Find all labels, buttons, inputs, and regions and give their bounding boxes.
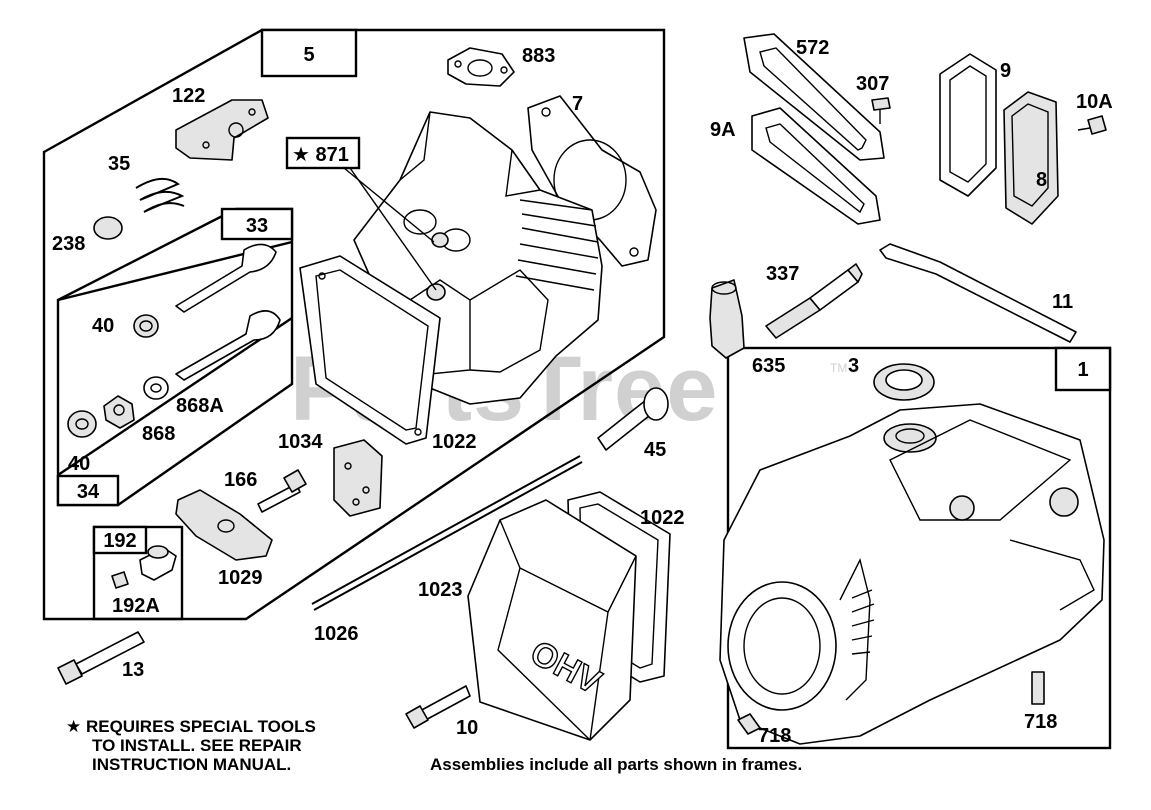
- dowel-718-left: [737, 713, 761, 735]
- note-special-tools-line1: ★ REQUIRES SPECIAL TOOLS: [66, 717, 316, 736]
- callout-1034: 1034: [278, 431, 323, 453]
- callout-122: 122: [172, 85, 205, 107]
- frame-label-1: 1: [1077, 359, 1088, 381]
- frame-label-5: 5: [303, 44, 314, 66]
- bolt-13: [57, 631, 145, 685]
- callout-9: 9: [1000, 60, 1011, 82]
- washer-868a: [143, 376, 169, 400]
- frame-label-box-192: [92, 525, 148, 555]
- gasket-9a: [751, 107, 881, 225]
- callout-1026: 1026: [314, 623, 359, 645]
- callout-40-lower: 40: [68, 453, 90, 475]
- callout-1029: 1029: [218, 567, 263, 589]
- dowel-718-right: [1031, 671, 1045, 705]
- plug-192a: [111, 571, 129, 589]
- callout-635: 635: [752, 355, 785, 377]
- callout-10: 10: [456, 717, 478, 739]
- callout-238: 238: [52, 233, 85, 255]
- frame-label-box-5: [260, 28, 358, 78]
- callout-1022-upper: 1022: [432, 431, 477, 453]
- guide-plate-122: [175, 99, 269, 161]
- rocker-arm-1029: [175, 489, 273, 561]
- frame-label-box-33: [220, 207, 294, 241]
- callout-166: 166: [224, 469, 257, 491]
- frame-label-34: 34: [77, 481, 100, 503]
- pin-45: [597, 387, 669, 451]
- note-special-tools-line3: INSTRUCTION MANUAL.: [92, 755, 291, 774]
- callout-337: 337: [766, 263, 799, 285]
- callout-10a: 10A: [1076, 91, 1113, 113]
- callout-8: 8: [1036, 169, 1047, 191]
- callout-868a: 868A: [176, 395, 224, 417]
- leader-871-b: [349, 167, 437, 291]
- callout-11: 11: [1052, 291, 1073, 313]
- callout-871: ★ 871: [292, 144, 349, 166]
- retainer-40-upper: [133, 314, 159, 338]
- frame-label-192: 192: [103, 530, 136, 552]
- callout-572: 572: [796, 37, 829, 59]
- frame-valve-divider: [57, 317, 293, 476]
- valve-spring-35: [135, 177, 185, 213]
- rotator-868: [103, 395, 135, 429]
- oil-seal-3: [873, 363, 935, 401]
- frame-label-33: 33: [246, 215, 268, 237]
- retainer-40-lower: [67, 410, 97, 438]
- spark-plug-337: [765, 263, 863, 339]
- callout-883: 883: [522, 45, 555, 67]
- callout-35: 35: [108, 153, 130, 175]
- oil-fill-192: [139, 545, 177, 581]
- breather-plate-1034: [333, 439, 383, 517]
- callout-1023: 1023: [418, 579, 463, 601]
- tube-11: [879, 243, 1077, 343]
- callout-192a: 192A: [112, 595, 160, 617]
- watermark-tm: TM: [830, 361, 847, 375]
- callout-718-right: 718: [1024, 711, 1057, 733]
- breather-cover-8: [1003, 91, 1059, 225]
- gasket-572: [743, 33, 885, 161]
- push-rod-1026: [311, 455, 583, 611]
- screw-10a: [1077, 115, 1107, 135]
- valve-cap-238: [93, 216, 123, 240]
- bolt-10: [405, 685, 471, 729]
- intake-valve: [175, 243, 277, 313]
- callout-box-871: [285, 136, 361, 170]
- callout-3: 3: [848, 355, 859, 377]
- rocker-cover-1023: OHV: [467, 499, 637, 741]
- callout-307: 307: [856, 73, 889, 95]
- crankcase-1: [719, 403, 1105, 745]
- plug-boot-635: [709, 279, 745, 359]
- callout-868: 868: [142, 423, 175, 445]
- gasket-9: [939, 53, 997, 197]
- frame-label-box-34: [56, 474, 120, 507]
- intake-gasket-883: [447, 47, 515, 87]
- note-special-tools-line2: TO INSTALL. SEE REPAIR: [92, 736, 302, 755]
- callout-1022-lower: 1022: [640, 507, 685, 529]
- screw-307: [871, 97, 891, 124]
- note-assemblies: Assemblies include all parts shown in fr…: [430, 755, 802, 774]
- callout-7: 7: [572, 93, 583, 115]
- callout-9a: 9A: [710, 119, 736, 141]
- rocker-gasket-1022-upper: [299, 255, 441, 445]
- exhaust-valve: [175, 310, 281, 381]
- callout-13: 13: [122, 659, 144, 681]
- frame-label-box-1: [1054, 346, 1112, 392]
- callout-40-upper: 40: [92, 315, 114, 337]
- head-gasket-7: [527, 95, 657, 267]
- callout-718-left: 718: [758, 725, 791, 747]
- callout-45: 45: [644, 439, 666, 461]
- stud-166: [257, 469, 307, 513]
